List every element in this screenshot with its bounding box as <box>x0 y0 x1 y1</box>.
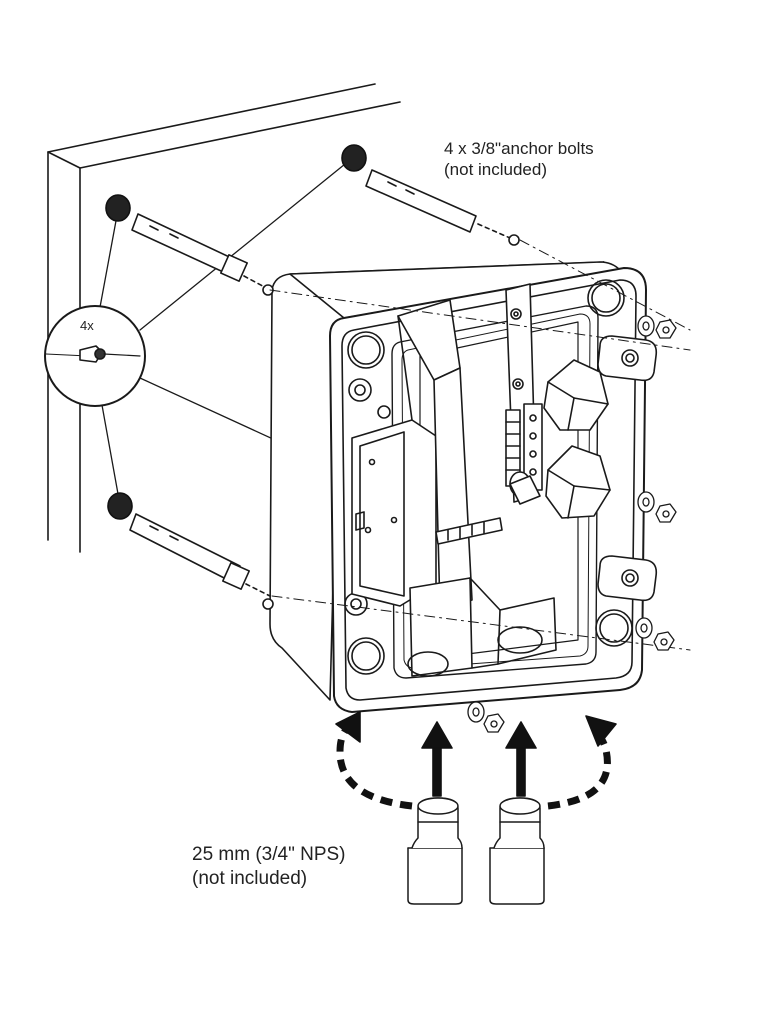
wall <box>47 83 401 553</box>
up-arrow-right <box>505 721 537 797</box>
conduit-callout: 25 mm (3/4" NPS) (not included) <box>192 843 346 891</box>
washer-nut-3 <box>635 617 675 651</box>
up-arrow-left <box>421 721 453 797</box>
drill-quantity-label: 4x <box>80 318 94 333</box>
terminal-block-horizontal <box>435 517 503 545</box>
cable-gland-lower <box>545 445 611 519</box>
anchor-bolts-callout: 4 x 3/8"anchor bolts (not included) <box>444 138 594 181</box>
conduit-fitting-left <box>407 797 463 905</box>
washers-nuts <box>467 315 677 733</box>
anchor-bolt-top-left <box>131 213 271 291</box>
anchor-bolt-top-right <box>365 169 511 239</box>
enclosure-box <box>262 234 658 713</box>
drill-hole-bottom-left <box>107 492 133 520</box>
anchor-bolt-bottom-left <box>129 513 271 597</box>
washer-nut-1 <box>637 315 677 339</box>
washer-nut-4 <box>467 701 505 733</box>
drill-hole-top-right <box>341 144 367 172</box>
washer-nut-2 <box>637 491 677 523</box>
curved-arrow-right <box>547 715 617 810</box>
conduit-fitting-right <box>489 797 545 905</box>
anchor-bolts-line2: (not included) <box>444 160 548 180</box>
cable-gland-upper <box>543 359 609 431</box>
terminal-block-vertical <box>505 403 543 491</box>
anchor-bolts-line1: 4 x 3/8"anchor bolts <box>444 139 594 158</box>
mounting-tab-bottom <box>597 555 658 602</box>
drill-holes <box>105 144 367 520</box>
conduit-line1: 25 mm (3/4" NPS) <box>192 844 346 865</box>
drill-magnifier <box>44 305 146 407</box>
mounting-tab-top <box>597 335 658 382</box>
drill-hole-top-left <box>105 194 131 222</box>
conduit-line2: (not included) <box>192 867 308 889</box>
curved-arrow-left <box>335 711 413 810</box>
alignment-centerlines <box>269 239 691 651</box>
